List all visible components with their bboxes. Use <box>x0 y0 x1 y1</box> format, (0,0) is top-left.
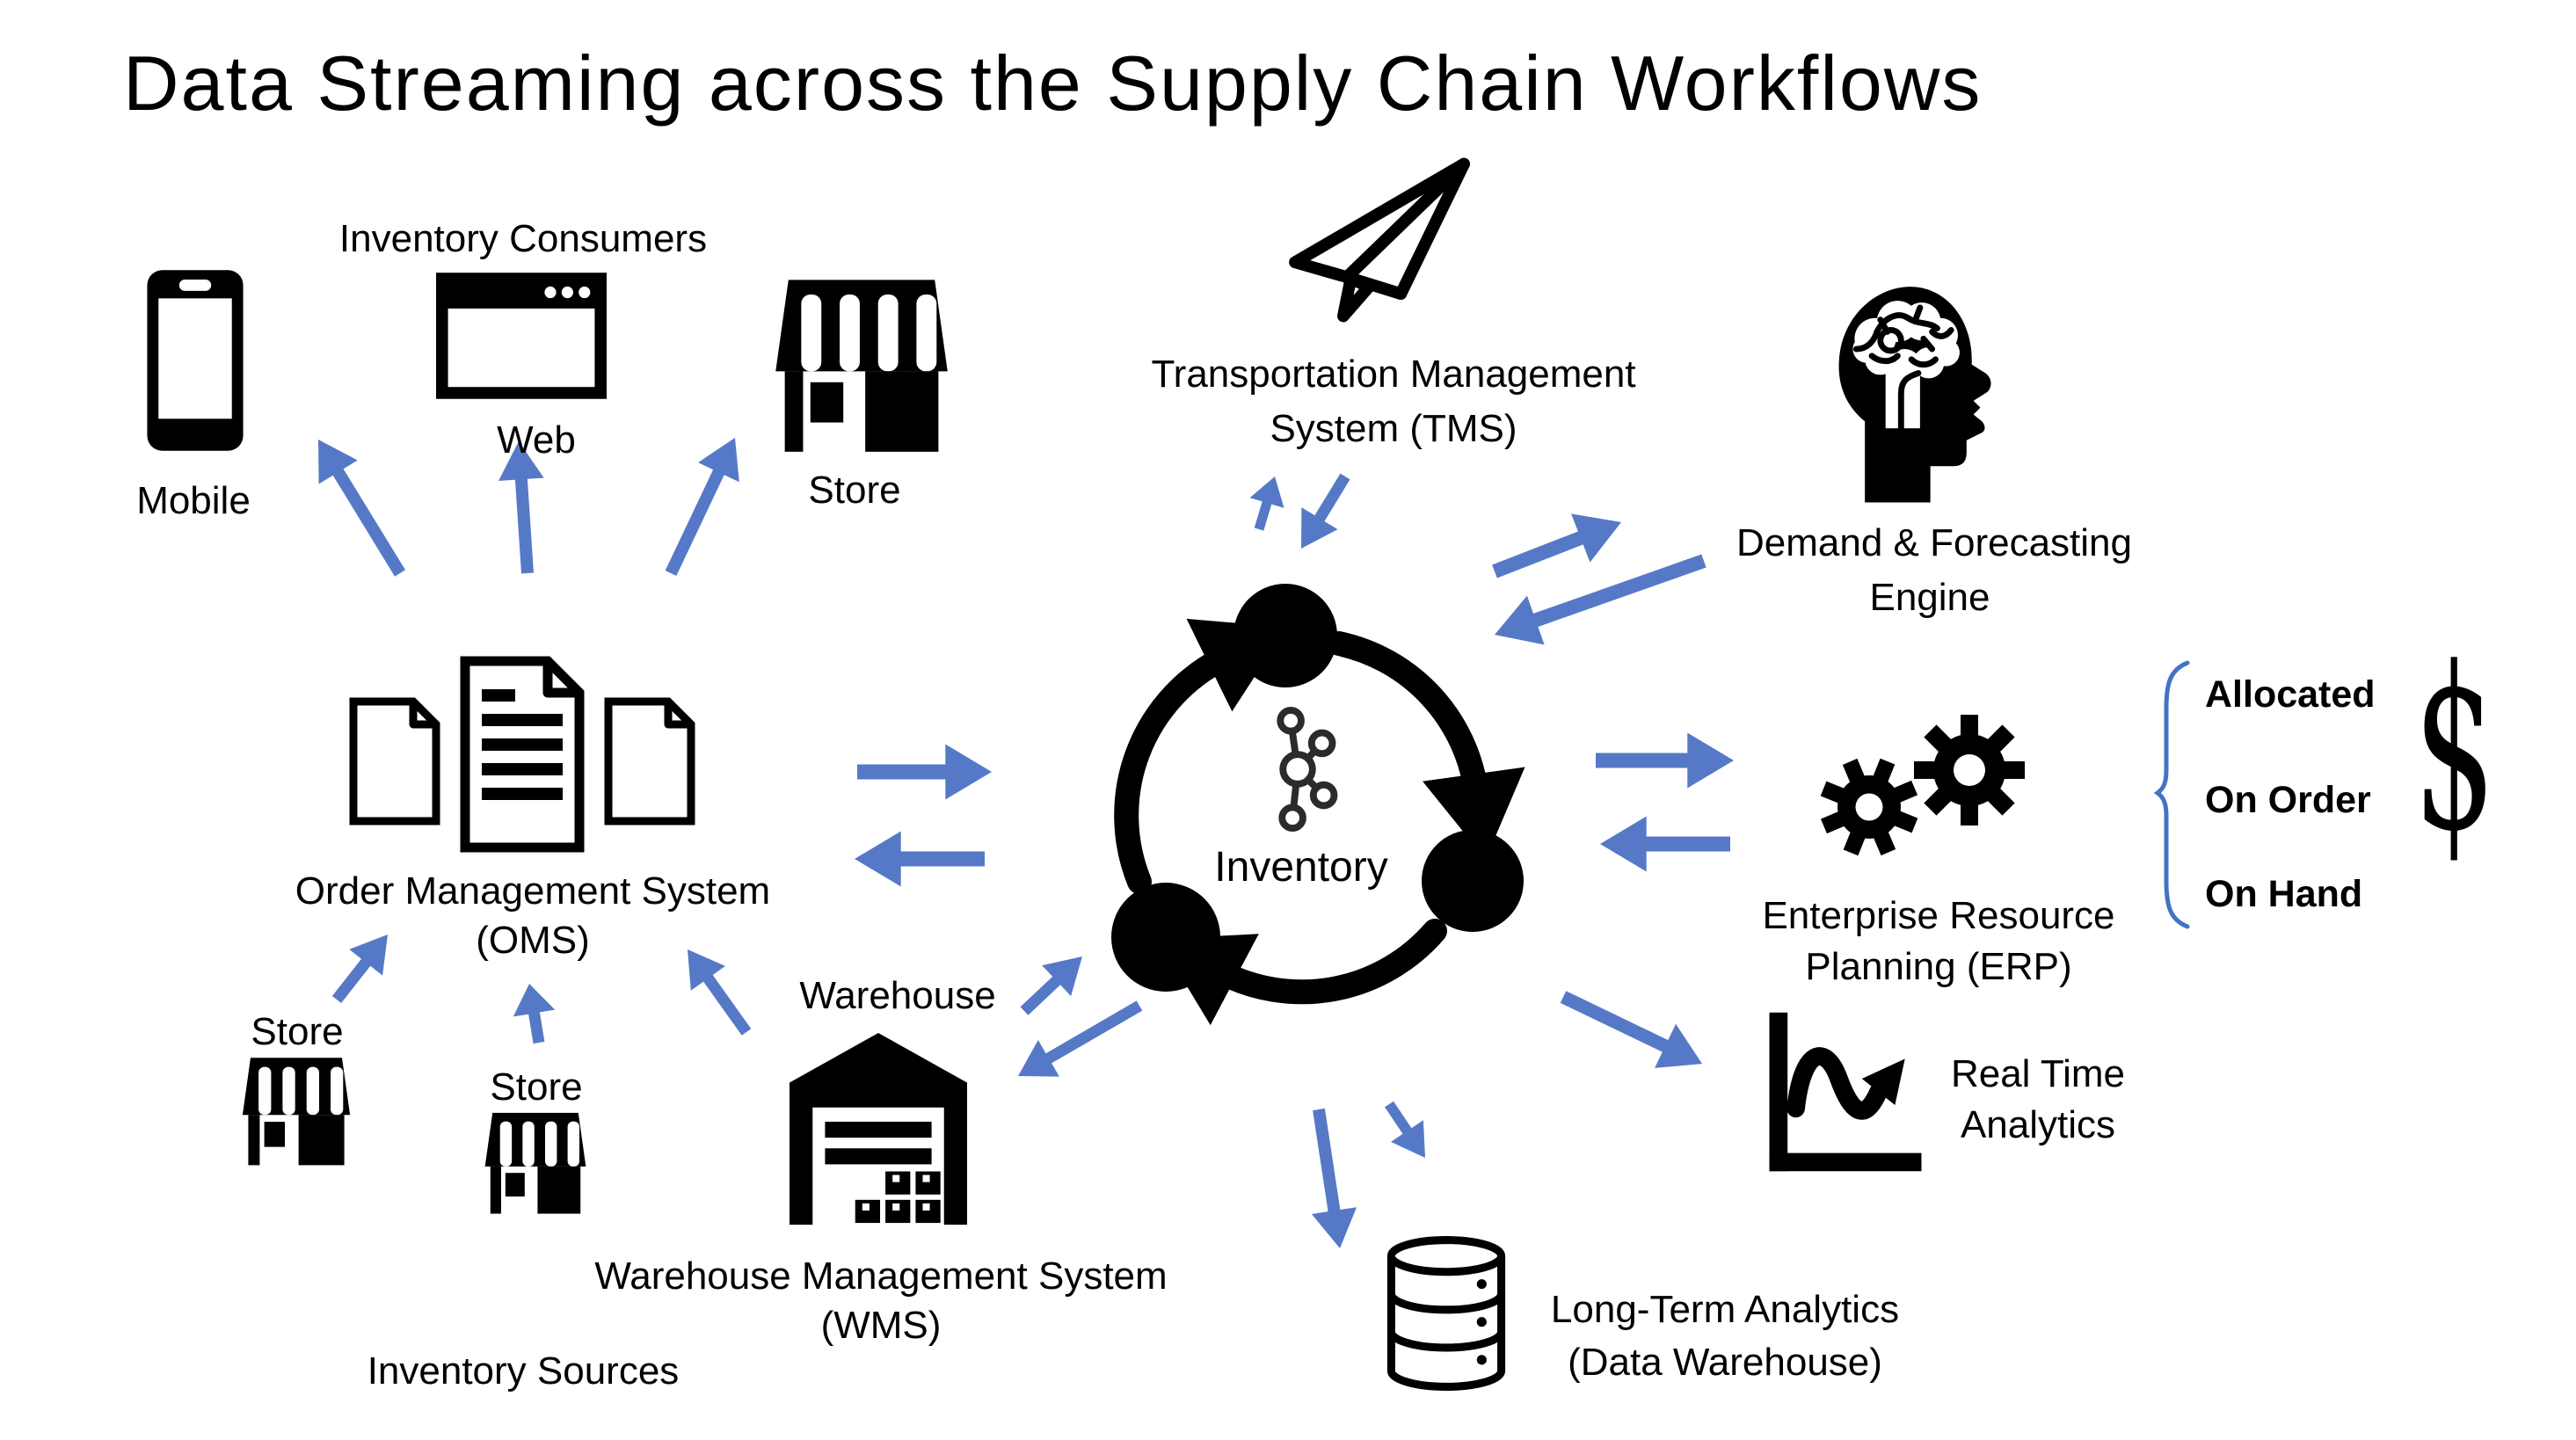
wms-label-line1: Warehouse Management System <box>594 1255 1168 1298</box>
inventory-cycle <box>1111 584 1525 1026</box>
flow-arrow <box>1600 816 1730 872</box>
dollar-icon: $ <box>2413 620 2497 881</box>
flow-arrow <box>1385 1101 1425 1158</box>
status-allocated: Allocated <box>2205 673 2376 716</box>
warehouse-icon <box>790 1032 967 1225</box>
flow-arrow <box>1495 554 1706 645</box>
cycle-node-top <box>1233 584 1337 687</box>
flow-arrow <box>318 440 405 577</box>
page-title: Data Streaming across the Supply Chain W… <box>123 40 1983 127</box>
oms-label-line1: Order Management System <box>295 869 771 913</box>
blue-arrow-group <box>318 438 1734 1248</box>
flow-arrow <box>1249 476 1284 531</box>
wms-label-line2: (WMS) <box>820 1304 942 1347</box>
warehouse-boxes <box>855 1171 941 1224</box>
paper-plane-icon <box>1289 157 1470 323</box>
lta-label-line2: (Data Warehouse) <box>1568 1341 1882 1384</box>
web-label: Web <box>497 418 576 462</box>
browser-icon <box>436 273 607 399</box>
database-icon <box>1386 1236 1506 1391</box>
cycle-arc-top-right <box>1327 631 1525 860</box>
flow-arrow <box>1301 473 1350 549</box>
lta-label-line1: Long-Term Analytics <box>1550 1288 1900 1331</box>
flow-arrow <box>331 935 388 1003</box>
storefront-icon <box>242 1058 351 1166</box>
flow-arrow <box>513 984 556 1044</box>
flow-arrow <box>665 438 739 576</box>
store-label: Store <box>808 469 901 512</box>
realtime-chart-icon <box>1769 1012 1922 1172</box>
cycle-node-bottom-left <box>1111 883 1220 992</box>
flow-arrow <box>1311 1108 1357 1248</box>
tms-label-line1: Transportation Management <box>1151 353 1636 396</box>
status-on-hand: On Hand <box>2205 873 2363 915</box>
flow-arrow <box>498 441 544 574</box>
sources-heading: Inventory Sources <box>367 1349 680 1393</box>
rta-label-line1: Real Time <box>1950 1052 2126 1095</box>
erp-label-line1: Enterprise Resource <box>1762 894 2115 937</box>
flow-arrow <box>1020 956 1082 1015</box>
inventory-label: Inventory <box>1214 844 1388 891</box>
kafka-icon <box>1277 706 1338 833</box>
documents-icon <box>349 656 695 853</box>
smartphone-icon <box>147 270 244 451</box>
demand-label-line2: Engine <box>1869 576 1990 619</box>
flow-arrow <box>1560 991 1702 1068</box>
source-store1-label: Store <box>251 1010 344 1053</box>
rta-label-line2: Analytics <box>1960 1103 2116 1146</box>
flow-arrow <box>1492 513 1621 578</box>
head-brain-icon <box>1838 287 1991 503</box>
mobile-label: Mobile <box>136 479 251 522</box>
flow-arrow <box>855 831 985 887</box>
flow-arrow <box>1596 732 1734 789</box>
demand-label-line1: Demand & Forecasting <box>1736 521 2132 564</box>
cycle-node-right <box>1422 830 1524 932</box>
flow-arrow <box>1018 1000 1143 1077</box>
gears-icon <box>1820 715 2025 856</box>
flow-arrow <box>688 949 752 1036</box>
oms-label-line2: (OMS) <box>476 919 590 962</box>
source-store2-label: Store <box>490 1065 583 1109</box>
warehouse-label: Warehouse <box>799 974 996 1017</box>
status-on-order: On Order <box>2205 779 2371 821</box>
flow-arrow <box>857 744 992 800</box>
erp-label-line2: Planning (ERP) <box>1805 945 2072 988</box>
cycle-arc-bottom <box>1158 919 1447 1026</box>
brace-icon <box>2153 660 2190 929</box>
tms-label-line2: System (TMS) <box>1270 407 1517 450</box>
storefront-icon <box>484 1112 586 1214</box>
storefront-icon <box>775 280 948 452</box>
cycle-arc-left <box>1114 618 1287 894</box>
consumers-heading: Inventory Consumers <box>338 217 708 260</box>
